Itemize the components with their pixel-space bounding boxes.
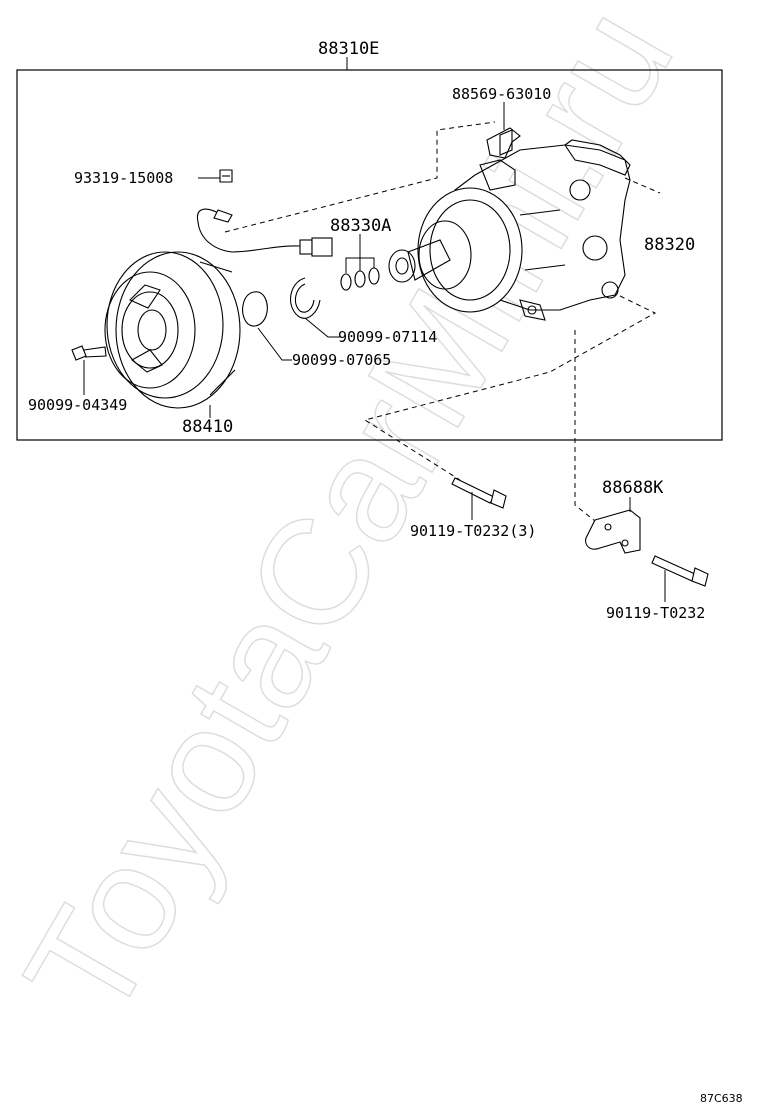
label-93319-15008: 93319-15008 (74, 169, 173, 187)
label-88410: 88410 (182, 417, 233, 437)
wire-harness (196, 208, 333, 257)
label-90119-T0232-3: 90119-T0232(3) (410, 522, 536, 540)
clutch-drawing (104, 251, 241, 409)
top-bracket-drawing (486, 127, 521, 159)
mount-bolt-drawing (451, 477, 507, 509)
bracket-drawing (585, 509, 641, 554)
compressor-drawing (388, 129, 631, 321)
assembly-dashed-lines (224, 121, 661, 526)
label-88320: 88320 (644, 235, 695, 255)
snap-ring-leader (304, 317, 340, 338)
shim-drawing (242, 291, 268, 327)
label-90099-07065: 90099-07065 (292, 351, 391, 369)
shim-leader (257, 327, 292, 361)
assembly-frame (16, 69, 723, 441)
label-90099-07114: 90099-07114 (338, 328, 437, 346)
label-88569-63010: 88569-63010 (452, 85, 551, 103)
label-88330A: 88330A (330, 216, 391, 236)
label-90119-T0232: 90119-T0232 (606, 604, 705, 622)
bracket-bolt-drawing (651, 555, 709, 587)
o-rings-drawing (340, 234, 380, 291)
figure-code: 87C638 (700, 1092, 743, 1105)
clutch-bolt-drawing (71, 345, 107, 361)
snap-ring-drawing (289, 277, 321, 319)
label-88688K: 88688K (602, 478, 664, 498)
label-90099-04349: 90099-04349 (28, 396, 127, 414)
label-88310E: 88310E (318, 39, 379, 59)
screw-drawing (219, 169, 233, 183)
